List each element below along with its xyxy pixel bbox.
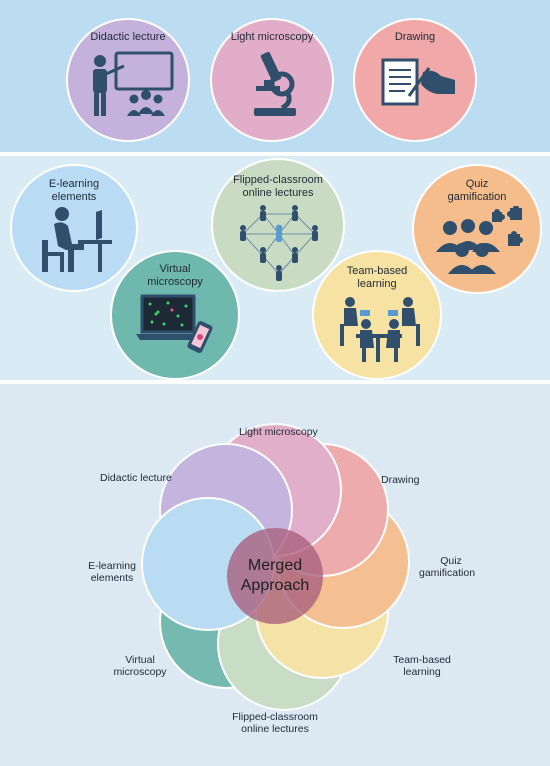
quiz-label-line2: gamification	[447, 191, 507, 203]
flipped-label-line2: online lectures	[242, 187, 314, 199]
virtual-label-line2: microscopy	[147, 276, 203, 288]
merged-label-virtual-line1: Virtual	[125, 654, 155, 666]
flipped-classroom-circle: Flipped-classroom online lectures	[211, 158, 345, 292]
light-microscopy-circle: Light microscopy	[210, 18, 334, 142]
center-label-line1: Merged	[248, 557, 302, 574]
merged-label-didactic: Didactic lecture	[100, 472, 172, 484]
merged-center	[227, 528, 323, 624]
elearning-label-line1: E-learning	[48, 178, 100, 190]
merged-label-quiz-line2: gamification	[419, 567, 476, 579]
team-based-circle: Team-based learning	[312, 250, 442, 380]
team-table-icon	[340, 297, 420, 362]
teacher-board-icon	[93, 51, 174, 116]
merged-approach-band: Merged Approach Light microscopy Drawing…	[0, 384, 550, 766]
merged-label-virtual-line2: microscopy	[113, 666, 167, 678]
merged-label-quiz-line1: Quiz	[440, 555, 462, 567]
merged-label-drawing: Drawing	[381, 474, 420, 486]
network-people-icon	[240, 205, 318, 281]
drawing-circle: Drawing	[353, 18, 477, 142]
virtual-label-line1: Virtual	[159, 263, 191, 275]
merged-label-flipped-line2: online lectures	[241, 723, 309, 735]
quiz-gamification-circle: Quiz gamification	[412, 164, 542, 294]
drawing-hand-icon	[381, 58, 455, 106]
people-puzzle-icon	[436, 206, 523, 274]
merged-label-team-line1: Team-based	[393, 654, 451, 666]
merged-label-elearning-line1: E-learning	[88, 560, 136, 572]
flipped-label-line1: Flipped-classroom	[233, 174, 323, 186]
didactic-lecture-circle: Didactic lecture	[66, 18, 190, 142]
virtual-microscopy-circle: Virtual microscopy	[110, 250, 240, 380]
digital-methods-band: E-learning elements Virtual microscopy	[0, 156, 550, 380]
team-label-line1: Team-based	[346, 265, 408, 277]
light-microscopy-label: Light microscopy	[230, 31, 314, 43]
quiz-label-line1: Quiz	[465, 178, 489, 190]
microscope-icon	[254, 51, 296, 116]
merged-label-elearning-line2: elements	[90, 572, 134, 584]
center-label-line2: Approach	[241, 577, 310, 594]
elearning-circle: E-learning elements	[10, 164, 138, 292]
elearning-label-line2: elements	[51, 191, 97, 203]
person-computer-icon	[42, 207, 112, 272]
merged-flower-diagram: Merged Approach	[141, 423, 410, 711]
team-label-line2: learning	[357, 278, 397, 290]
didactic-lecture-label: Didactic lecture	[90, 31, 166, 43]
merged-label-flipped-line1: Flipped-classroom	[232, 711, 318, 723]
drawing-label: Drawing	[394, 31, 436, 43]
merged-label-light-microscopy: Light microscopy	[239, 426, 318, 438]
merged-label-team-line2: learning	[403, 666, 441, 678]
traditional-methods-band: Didactic lecture Light microscopy	[0, 0, 550, 152]
laptop-phone-icon	[136, 294, 213, 353]
